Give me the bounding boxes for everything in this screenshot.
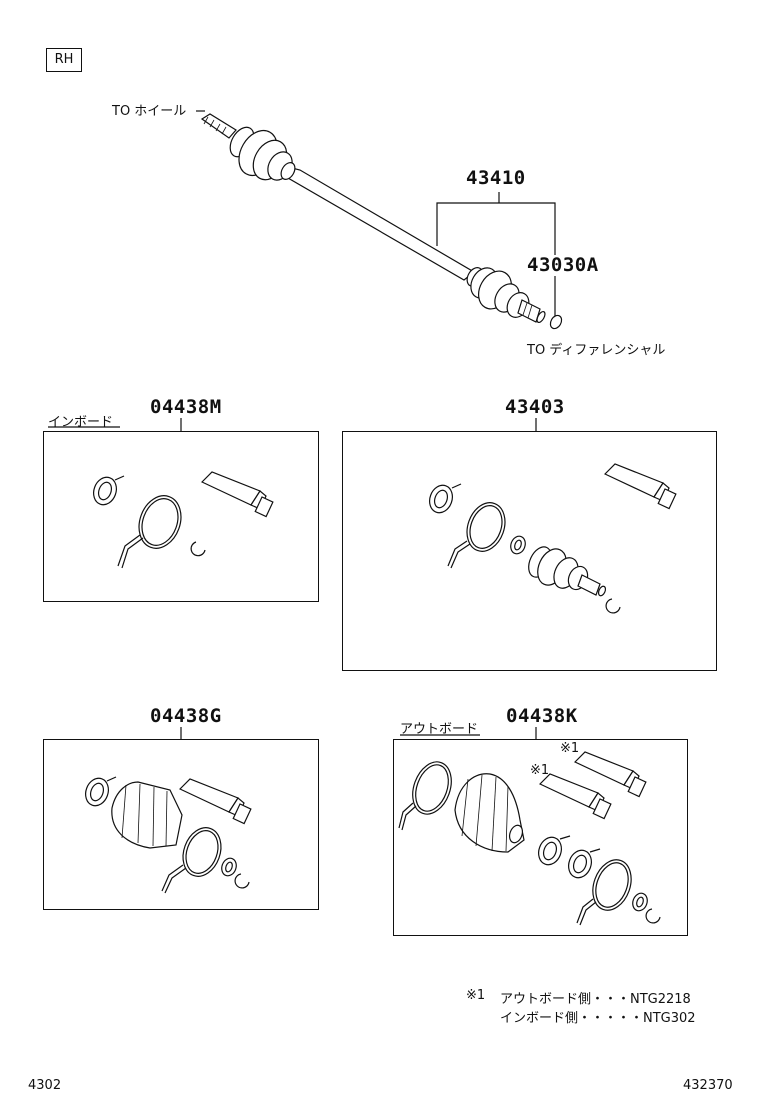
part-number-43410: 43410 bbox=[466, 167, 526, 189]
part-number-04438m: 04438M bbox=[150, 396, 222, 418]
kit-04438m-parts bbox=[93, 471, 274, 569]
inboard-label: インボード bbox=[48, 415, 114, 430]
kit-frame-04438g bbox=[43, 739, 319, 910]
kit-43403-parts bbox=[429, 463, 677, 614]
kit-04438k-parts bbox=[398, 751, 661, 926]
to-differential-label: TO ディファレンシャル bbox=[527, 343, 666, 358]
part-number-04438g: 04438G bbox=[150, 705, 222, 727]
note-mark-legend: ※1 bbox=[466, 988, 486, 1003]
side-badge: RH bbox=[46, 48, 82, 72]
part-number-43403: 43403 bbox=[505, 396, 565, 418]
note-inboard-text: インボード側・・・・・NTG302 bbox=[500, 1011, 696, 1026]
drive-shaft-assembly bbox=[196, 110, 563, 330]
note-outboard-text: アウトボード側・・・NTG2218 bbox=[500, 992, 691, 1007]
note-mark-lower: ※1 bbox=[530, 763, 550, 778]
kit-frame-04438k bbox=[393, 739, 688, 936]
part-number-43030a: 43030A bbox=[527, 254, 599, 276]
note-mark-upper: ※1 bbox=[560, 741, 580, 756]
kit-04438g-parts bbox=[85, 776, 252, 894]
footer-right-code: 432370 bbox=[683, 1078, 733, 1093]
kit-frame-04438m bbox=[43, 431, 319, 602]
to-wheel-label: TO ホイール bbox=[112, 104, 187, 119]
kit-frame-43403 bbox=[342, 431, 717, 671]
part-number-04438k: 04438K bbox=[506, 705, 578, 727]
outboard-label: アウトボード bbox=[400, 722, 479, 737]
footer-left-code: 4302 bbox=[28, 1078, 62, 1093]
